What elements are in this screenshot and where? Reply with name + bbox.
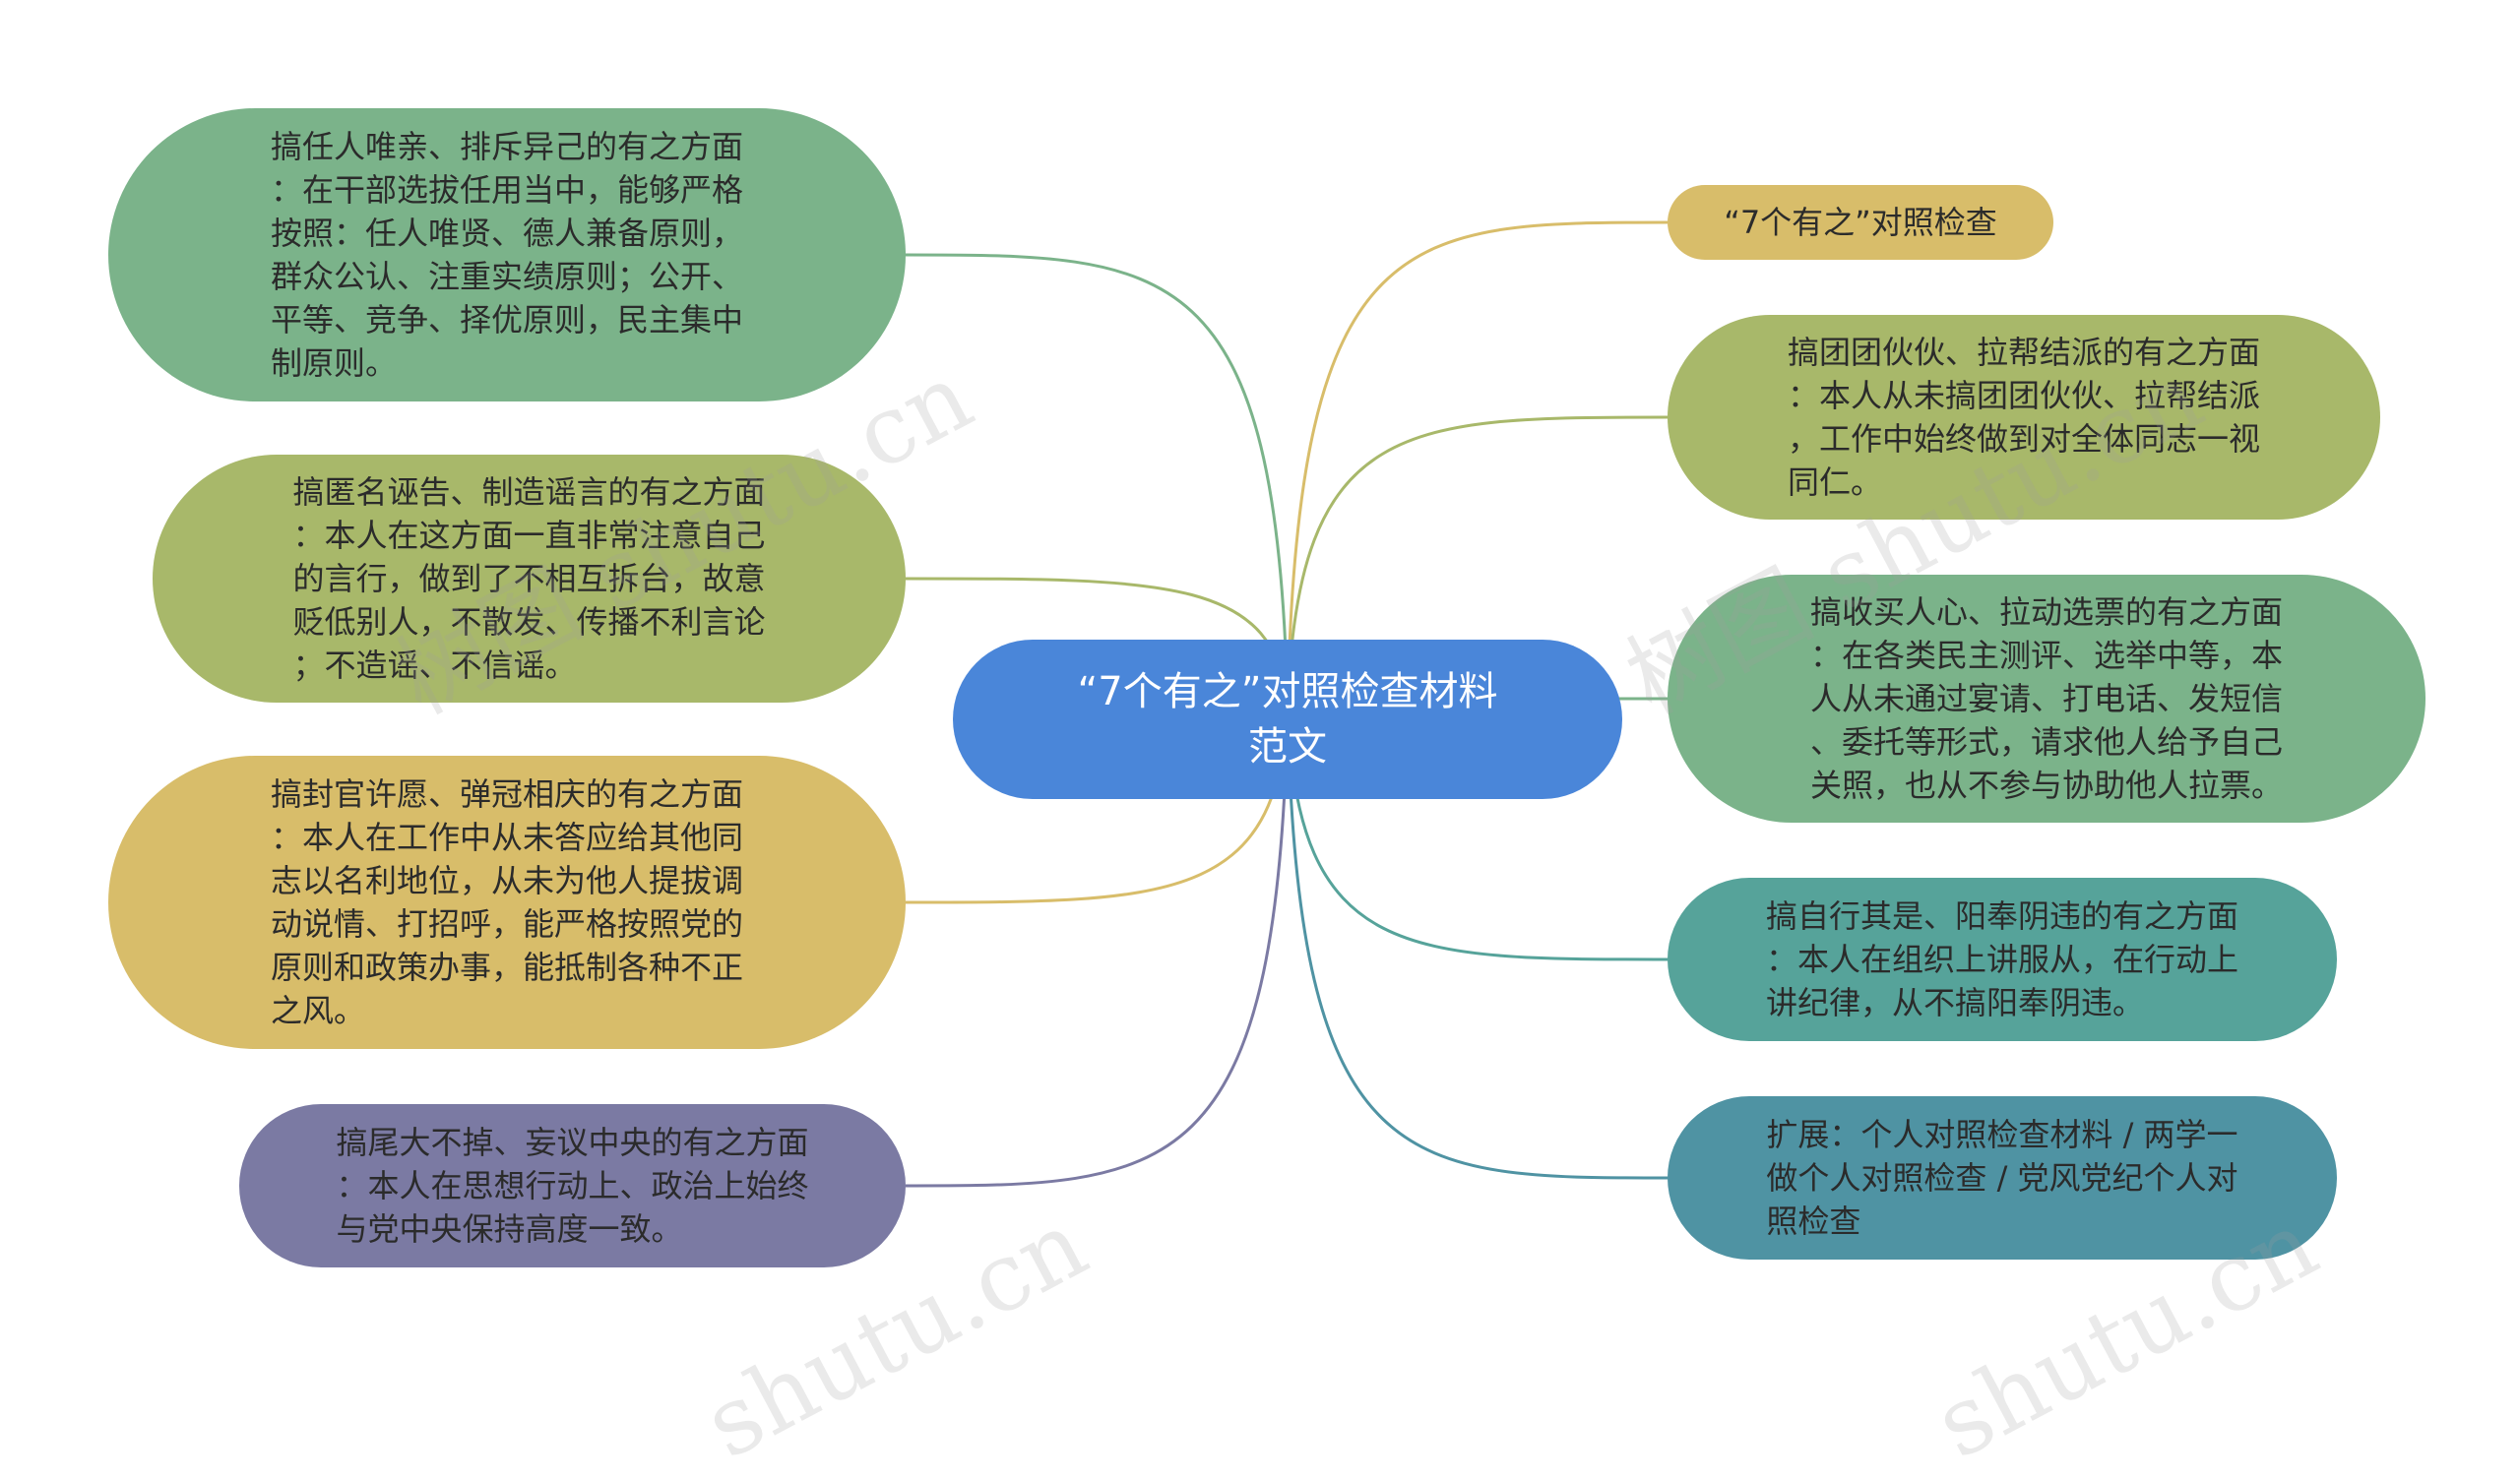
topic-node-left-3[interactable]: 搞封官许愿、弹冠相庆的有之方面 ：本人在工作中从未答应给其他同 志以名利地位，从… xyxy=(108,756,906,1049)
connector-right-2 xyxy=(1286,415,1669,709)
connector-right-1 xyxy=(1286,220,1669,709)
connector-left-1 xyxy=(905,253,1290,709)
central-topic-label: “7个有之”对照检查材料 范文 xyxy=(1077,669,1498,770)
topic-node-right-3[interactable]: 搞收买人心、拉动选票的有之方面 ：在各类民主测评、选举中等，本 人从未通过宴请、… xyxy=(1668,575,2426,823)
topic-node-right-5[interactable]: 扩展：个人对照检查材料 / 两学一 做个人对照检查 / 党风党纪个人对 照检查 xyxy=(1668,1096,2337,1260)
topic-node-text: 搞任人唯亲、排斥异己的有之方面 ：在干部选拔任用当中，能够严格 按照：任人唯贤、… xyxy=(270,128,743,382)
topic-node-text: 搞尾大不掉、妄议中央的有之方面 ：本人在思想行动上、政治上始终 与党中央保持高度… xyxy=(336,1124,809,1248)
topic-node-left-1[interactable]: 搞任人唯亲、排斥异己的有之方面 ：在干部选拔任用当中，能够严格 按照：任人唯贤、… xyxy=(108,108,906,401)
topic-node-text: 搞封官许愿、弹冠相庆的有之方面 ：本人在工作中从未答应给其他同 志以名利地位，从… xyxy=(270,775,743,1029)
topic-node-text: 搞团团伙伙、拉帮结派的有之方面 ：本人从未搞团团伙伙、拉帮结派 ，工作中始终做到… xyxy=(1787,334,2260,501)
connector-right-4 xyxy=(1286,708,1669,961)
topic-node-text: “7个有之”对照检查 xyxy=(1724,204,1997,241)
topic-node-text: 搞自行其是、阳奉阴违的有之方面 ：本人在组织上讲服从，在行动上 讲纪律，从不搞阳… xyxy=(1765,897,2238,1021)
topic-node-text: 搞匿名诬告、制造谣言的有之方面 ：本人在这方面一直非常注意自己 的言行，做到了不… xyxy=(292,473,766,684)
topic-node-text: 搞收买人心、拉动选票的有之方面 ：在各类民主测评、选举中等，本 人从未通过宴请、… xyxy=(1809,593,2283,804)
topic-node-left-4[interactable]: 搞尾大不掉、妄议中央的有之方面 ：本人在思想行动上、政治上始终 与党中央保持高度… xyxy=(239,1104,906,1267)
topic-node-right-1[interactable]: “7个有之”对照检查 xyxy=(1668,185,2053,260)
topic-node-right-2[interactable]: 搞团团伙伙、拉帮结派的有之方面 ：本人从未搞团团伙伙、拉帮结派 ，工作中始终做到… xyxy=(1668,315,2380,520)
connector-right-5 xyxy=(1286,708,1669,1180)
topic-node-left-2[interactable]: 搞匿名诬告、制造谣言的有之方面 ：本人在这方面一直非常注意自己 的言行，做到了不… xyxy=(153,455,906,703)
topic-node-right-4[interactable]: 搞自行其是、阳奉阴违的有之方面 ：本人在组织上讲服从，在行动上 讲纪律，从不搞阳… xyxy=(1668,878,2337,1041)
topic-node-text: 扩展：个人对照检查材料 / 两学一 做个人对照检查 / 党风党纪个人对 照检查 xyxy=(1766,1116,2238,1240)
central-topic[interactable]: “7个有之”对照检查材料 范文 xyxy=(953,640,1622,799)
connector-left-4 xyxy=(905,708,1290,1188)
